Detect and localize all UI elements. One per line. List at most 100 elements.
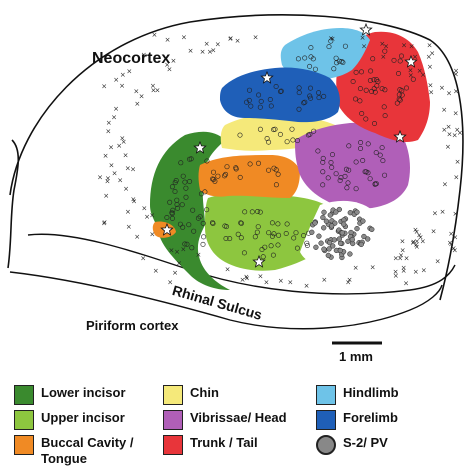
recording-site-circle xyxy=(289,126,295,132)
unresponsive-site-mark: × xyxy=(126,68,132,76)
recording-site-circle xyxy=(169,215,175,221)
unresponsive-site-mark: × xyxy=(149,211,155,219)
unresponsive-site-mark: × xyxy=(119,82,125,90)
s2-pv-site xyxy=(312,220,318,226)
unresponsive-site-mark: × xyxy=(428,89,434,97)
s2-pv-site xyxy=(354,225,360,232)
recording-site-circle xyxy=(191,228,197,234)
unresponsive-site-mark: × xyxy=(410,238,416,246)
unresponsive-site-mark: × xyxy=(431,228,437,236)
unresponsive-site-mark: × xyxy=(140,255,146,263)
recording-site-circle xyxy=(301,100,307,106)
unresponsive-site-mark: × xyxy=(414,243,420,251)
legend-item-upper-incisor: Upper incisor xyxy=(14,410,125,430)
recording-site-circle xyxy=(380,158,386,164)
unresponsive-site-mark: × xyxy=(153,267,159,275)
recording-site-circle xyxy=(255,224,261,230)
unresponsive-site-mark: × xyxy=(225,266,231,274)
recording-site-circle xyxy=(304,240,310,246)
unresponsive-site-mark: × xyxy=(253,34,259,42)
unresponsive-site-mark: × xyxy=(393,272,399,280)
unresponsive-site-mark: × xyxy=(235,37,241,45)
unresponsive-site-mark: × xyxy=(426,53,432,61)
recording-site-circle xyxy=(310,56,316,62)
piriform-cortex-label: Piriform cortex xyxy=(86,318,179,333)
recording-site-circle xyxy=(352,96,358,102)
recording-site-circle xyxy=(325,175,331,181)
unresponsive-site-mark: × xyxy=(149,231,155,239)
trunk-tail-swatch xyxy=(163,435,183,455)
star-markers-layer xyxy=(160,22,418,268)
recording-site-circle xyxy=(381,104,387,110)
recording-site-circle xyxy=(342,173,348,179)
recording-site-circle xyxy=(336,58,342,64)
recording-site-circle xyxy=(242,209,248,215)
recording-site-circle xyxy=(252,234,258,240)
unresponsive-site-mark: × xyxy=(243,273,249,281)
recording-site-circle xyxy=(334,60,340,66)
recording-site-circle xyxy=(267,97,273,103)
legend-label-buccal-cavity: Buccal Cavity / Tongue xyxy=(41,435,134,466)
recording-site-circle xyxy=(344,185,350,191)
unresponsive-site-mark: × xyxy=(287,279,293,287)
s2-pv-site xyxy=(313,244,319,250)
recording-site-circle xyxy=(204,207,210,213)
unresponsive-site-mark: × xyxy=(451,245,457,253)
s2-pv-site xyxy=(326,240,333,246)
piriform-outline xyxy=(9,271,443,330)
recording-site-circle xyxy=(396,92,402,98)
s2-pv-site xyxy=(325,252,331,259)
recording-site-circle xyxy=(377,152,383,158)
legend-item-chin: Chin xyxy=(163,385,219,405)
recording-site-circle xyxy=(257,104,263,110)
recording-site-circle xyxy=(350,79,356,85)
legend-item-s2-pv: S-2/ PV xyxy=(316,435,388,455)
recording-site-circle xyxy=(346,143,352,149)
unresponsive-site-mark: × xyxy=(125,164,131,172)
unresponsive-site-mark: × xyxy=(108,144,114,152)
recording-site-circle xyxy=(370,56,376,62)
recording-site-circle xyxy=(365,170,371,176)
recording-site-circle xyxy=(179,202,185,208)
recording-site-circle xyxy=(247,87,253,93)
unresponsive-site-mark: × xyxy=(447,239,453,247)
recording-site-circle xyxy=(169,211,175,217)
recording-site-circle xyxy=(173,178,179,184)
unresponsive-site-mark: × xyxy=(452,234,458,242)
legend-label-trunk-tail: Trunk / Tail xyxy=(190,435,258,450)
unresponsive-site-mark: × xyxy=(181,33,187,41)
recording-site-circle xyxy=(328,38,334,44)
unresponsive-site-mark: × xyxy=(413,241,419,249)
recording-site-circle xyxy=(189,245,195,251)
recording-site-circle xyxy=(180,224,186,230)
recording-site-circle xyxy=(307,131,313,137)
recording-site-circle xyxy=(271,165,277,171)
recording-site-circle xyxy=(238,220,244,226)
recording-site-circle xyxy=(357,146,363,152)
recording-site-circle xyxy=(382,87,388,93)
recording-site-circle xyxy=(363,116,369,122)
recording-site-circle xyxy=(224,164,230,170)
recording-site-circle xyxy=(169,184,175,190)
recording-site-circle xyxy=(222,223,228,229)
upper-incisor-swatch xyxy=(14,410,34,430)
recording-site-circle xyxy=(183,185,189,191)
unresponsive-site-mark: × xyxy=(105,174,111,182)
s2-pv-site xyxy=(358,241,364,248)
unresponsive-site-mark: × xyxy=(244,275,250,283)
unresponsive-site-mark: × xyxy=(393,268,399,276)
neocortex-label: Neocortex xyxy=(92,50,171,67)
recording-site-circle xyxy=(187,156,193,162)
recording-site-circle xyxy=(178,160,184,166)
recording-site-circle xyxy=(295,56,301,62)
recording-site-circle xyxy=(244,99,250,105)
recording-site-circle xyxy=(210,221,216,227)
unresponsive-site-mark: × xyxy=(427,41,433,49)
recording-site-circle xyxy=(360,158,366,164)
unresponsive-site-mark: × xyxy=(123,185,129,193)
unresponsive-site-mark: × xyxy=(452,210,458,218)
region-lower-incisor xyxy=(150,131,230,290)
recording-site-circle xyxy=(340,59,346,65)
unresponsive-site-mark: × xyxy=(370,264,376,272)
recording-site-circle xyxy=(358,69,364,75)
